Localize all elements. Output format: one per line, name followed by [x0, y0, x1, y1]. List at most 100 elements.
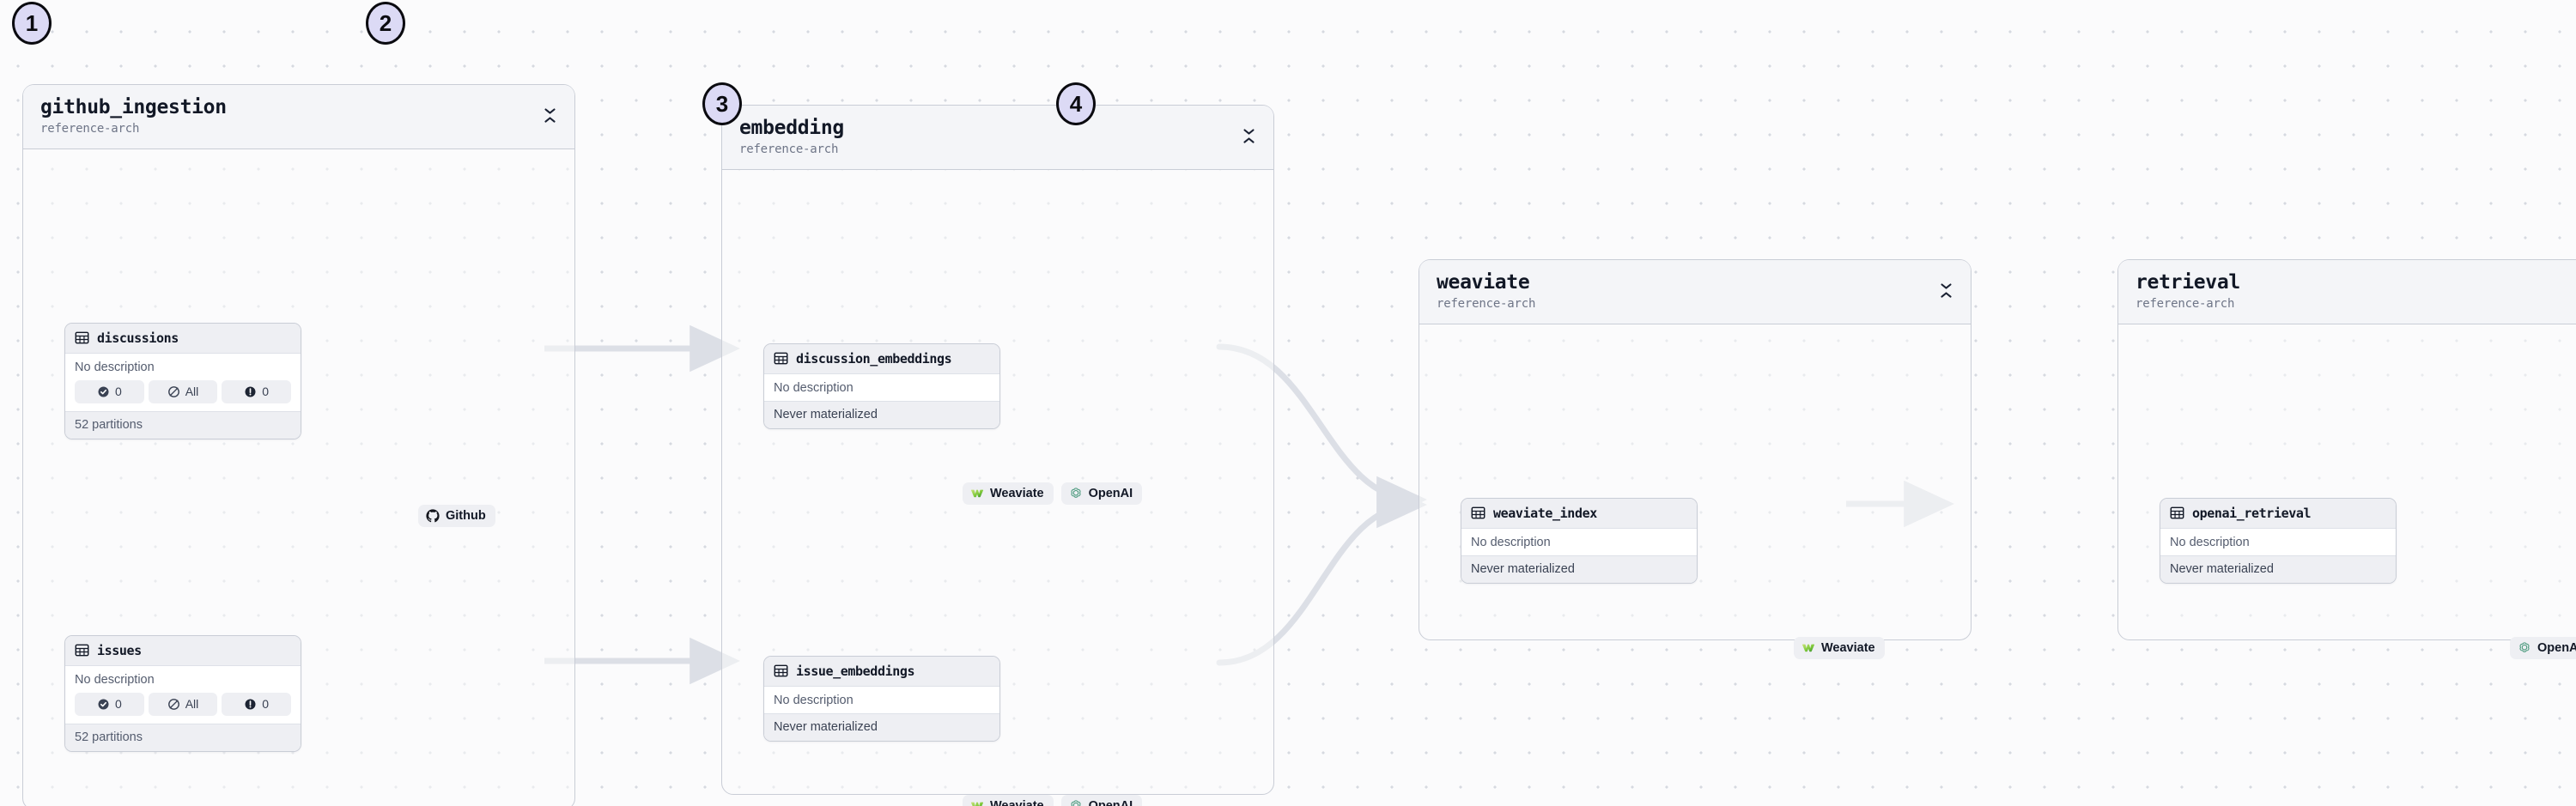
openai-icon: [1071, 487, 1081, 498]
status-chip-slash-circle[interactable]: All: [148, 379, 218, 403]
kind-tag-openai[interactable]: OpenAI: [2510, 636, 2576, 659]
asset-node-description: No description: [65, 353, 301, 380]
table-icon: [75, 331, 89, 344]
step-badge: 2: [366, 2, 405, 45]
kind-tag-label: Weaviate: [990, 486, 1044, 500]
asset-node-name: issue_embeddings: [796, 663, 915, 679]
kind-tag-github[interactable]: Github: [418, 504, 495, 527]
asset-group-embedding[interactable]: embedding reference-arch discussion_embe…: [721, 105, 1274, 806]
asset-node-partitions: 52 partitions: [65, 723, 301, 751]
openai-icon: [1071, 799, 1081, 806]
openai-icon: [2519, 641, 2530, 652]
kind-tag-label: OpenAI: [1088, 798, 1133, 806]
asset-node-header[interactable]: discussions: [65, 323, 301, 354]
asset-group-title: embedding: [739, 117, 844, 139]
table-icon: [774, 352, 788, 365]
asset-group-subtitle: reference-arch: [40, 121, 140, 136]
table-icon: [75, 644, 89, 657]
status-chip-label: 0: [114, 385, 122, 399]
status-chip-label: 0: [262, 385, 270, 399]
asset-group-retrieval[interactable]: retrieval reference-arch openai_retrieva…: [2117, 259, 2576, 659]
asset-node-kind-tags: Weaviate: [1794, 636, 1885, 659]
asset-node-header[interactable]: issues: [65, 635, 301, 666]
asset-group-header[interactable]: embedding reference-arch: [722, 106, 1273, 170]
asset-group-subtitle: reference-arch: [739, 142, 839, 156]
asset-node-kind-tags: Github: [418, 504, 495, 527]
asset-node-name: openai_retrieval: [2192, 505, 2312, 521]
kind-tag-weaviate[interactable]: Weaviate: [963, 482, 1054, 505]
kind-tag-label: Weaviate: [990, 798, 1044, 806]
table-icon: [2170, 506, 2184, 519]
kind-tag-label: Weaviate: [1821, 640, 1875, 655]
check-circle-icon: [98, 386, 109, 397]
asset-node-kind-tags: Weaviate OpenAI: [963, 482, 1143, 505]
asset-group-subtitle: reference-arch: [1437, 296, 1536, 311]
asset-group-titles: weaviate reference-arch: [1437, 271, 1535, 311]
asset-node-name: weaviate_index: [1493, 505, 1597, 521]
asset-group-header[interactable]: github_ingestion reference-arch: [23, 85, 574, 149]
status-chip-label: All: [185, 385, 199, 399]
kind-tag-weaviate[interactable]: Weaviate: [1794, 636, 1885, 659]
check-circle-icon: [98, 699, 109, 710]
asset-node-materialization-status: Never materialized: [2160, 555, 2396, 583]
asset-group-github_ingestion[interactable]: github_ingestion reference-arch discussi…: [22, 84, 575, 806]
kind-tag-openai[interactable]: OpenAI: [1060, 482, 1143, 505]
weaviate-icon: [1801, 644, 1815, 651]
status-chip-label: 0: [262, 697, 270, 712]
asset-node-description: No description: [764, 373, 999, 401]
kind-tag-weaviate[interactable]: Weaviate: [963, 794, 1054, 806]
asset-node-header[interactable]: weaviate_index: [1461, 498, 1697, 529]
table-icon: [1471, 506, 1485, 519]
slash-circle-icon: [167, 698, 179, 710]
asset-node-kind-tags: Weaviate OpenAI: [963, 794, 1143, 806]
status-chip-exclamation-circle[interactable]: 0: [222, 379, 292, 403]
status-chip-label: 0: [114, 697, 122, 712]
asset-group-titles: github_ingestion reference-arch: [40, 96, 227, 136]
asset-node-name: issues: [97, 642, 142, 658]
collapse-expand-chevrons-icon-weaviate[interactable]: [1936, 278, 1955, 304]
asset-node-kind-tags: OpenAI: [2510, 636, 2576, 659]
exclamation-circle-icon: [245, 386, 256, 397]
asset-group-titles: embedding reference-arch: [739, 117, 844, 156]
asset-group-title: retrieval: [2136, 271, 2240, 294]
weaviate-icon: [970, 489, 984, 497]
status-chip-check-circle[interactable]: 0: [75, 692, 144, 716]
collapse-expand-chevrons-icon-embedding[interactable]: [1239, 124, 1258, 149]
asset-group-title: github_ingestion: [40, 96, 227, 118]
asset-node-name: discussion_embeddings: [796, 350, 952, 367]
asset-node-header[interactable]: issue_embeddings: [764, 656, 999, 687]
status-chip-exclamation-circle[interactable]: 0: [222, 692, 292, 716]
status-chip-label: All: [185, 697, 199, 712]
exclamation-circle-icon: [245, 699, 256, 710]
weaviate-icon: [970, 802, 984, 806]
asset-group-subtitle: reference-arch: [2136, 296, 2235, 311]
asset-node-partitions: 52 partitions: [65, 410, 301, 439]
asset-node-description: No description: [764, 686, 999, 713]
status-chip-check-circle[interactable]: 0: [75, 379, 144, 403]
asset-node-materialization-status: Never materialized: [764, 400, 999, 428]
kind-tag-label: OpenAI: [1088, 486, 1133, 500]
asset-group-header[interactable]: weaviate reference-arch: [1419, 260, 1971, 324]
kind-tag-label: OpenAI: [2537, 640, 2576, 655]
asset-group-titles: retrieval reference-arch: [2136, 271, 2240, 311]
asset-node-header[interactable]: openai_retrieval: [2160, 498, 2396, 529]
asset-group-title: weaviate: [1437, 271, 1530, 294]
kind-tag-openai[interactable]: OpenAI: [1060, 794, 1143, 806]
status-chip-slash-circle[interactable]: All: [148, 692, 218, 716]
asset-group-header[interactable]: retrieval reference-arch: [2118, 260, 2576, 324]
github-icon: [426, 508, 440, 522]
collapse-expand-chevrons-icon-github_ingestion[interactable]: [540, 103, 559, 129]
asset-node-description: No description: [2160, 528, 2396, 555]
asset-node-header[interactable]: discussion_embeddings: [764, 343, 999, 374]
